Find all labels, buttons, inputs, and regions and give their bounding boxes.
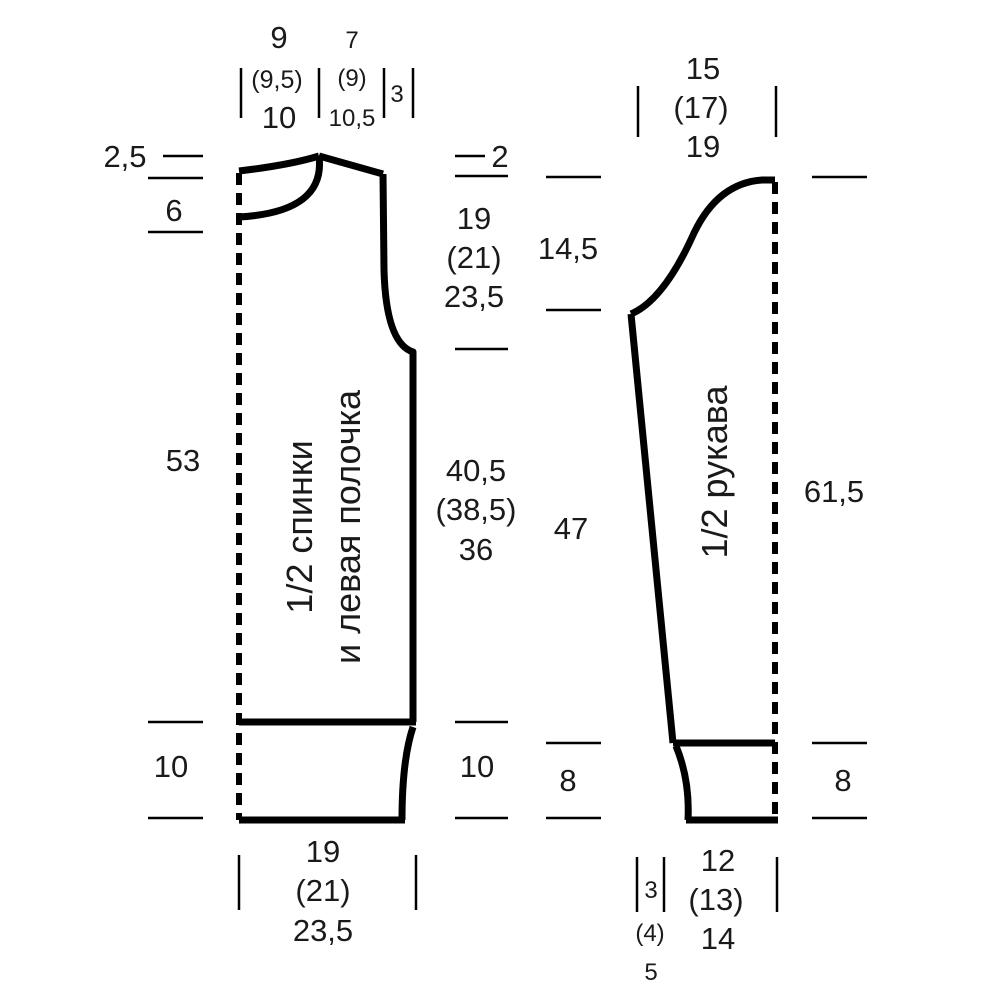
shoulder-line: [318, 152, 384, 178]
neck-width-1: 7: [345, 27, 358, 54]
shoulder-drop: 2,5: [103, 139, 146, 174]
sleeve-total-length: 61,5: [804, 474, 864, 509]
shoulder-width-1: 9: [270, 20, 287, 55]
armhole-height-3: 23,5: [444, 279, 504, 314]
body-title-line1: 1/2 спинки: [279, 440, 320, 613]
front-neckline: [238, 155, 324, 221]
cuff-offset-2: (4): [635, 920, 664, 947]
armhole-and-side-seam: [379, 173, 417, 722]
sleeve-cap: [629, 176, 775, 318]
cap-height: 14,5: [538, 231, 598, 266]
body-piece: 1/2 спинки и левая полочка 9 (9,5) 10 7 …: [103, 20, 516, 948]
sleeve-top-width-2: (17): [673, 90, 728, 125]
neck-offset: 3: [390, 81, 403, 108]
neck-width-2: (9): [337, 65, 366, 92]
shoulder-width-3: 10: [262, 100, 296, 135]
sleeve-title: 1/2 рукава: [694, 385, 735, 559]
side-length-1: 40,5: [446, 453, 506, 488]
sleeve-body-length: 47: [554, 511, 588, 546]
sleeve-top-width-1: 15: [686, 51, 720, 86]
bottom-width-2: (21): [295, 873, 350, 908]
cuff-width-1: 12: [701, 843, 735, 878]
cuff-length-right: 8: [834, 763, 851, 798]
neck-depth: 6: [165, 193, 182, 228]
shoulder-width-2: (9,5): [251, 66, 302, 94]
body-ribbing-right: 10: [460, 749, 494, 784]
bottom-width-1: 19: [306, 834, 340, 869]
sleeve-piece: 1/2 рукава 15 (17) 19 14,5 47 8 61,5 8 3…: [538, 51, 867, 986]
armhole-height-1: 19: [457, 201, 491, 236]
ribbing-side: [398, 725, 417, 821]
back-neckline: [238, 152, 321, 175]
shoulder-slope: 2: [491, 139, 508, 174]
cuff-width-2: (13): [688, 882, 743, 917]
sleeve-top-width-3: 19: [686, 129, 720, 164]
body-title-line2: и левая полочка: [327, 389, 368, 664]
cuff-width-3: 14: [701, 921, 735, 956]
body-total-length: 53: [166, 443, 200, 478]
armhole-height-2: (21): [446, 240, 501, 275]
cuff-offset-3: 5: [644, 959, 657, 986]
cuff-length-left: 8: [559, 763, 576, 798]
side-length-2: (38,5): [436, 492, 517, 527]
side-length-3: 36: [459, 532, 493, 567]
neck-width-3: 10,5: [329, 105, 376, 132]
cuff-side: [672, 744, 692, 821]
body-ribbing-left: 10: [154, 749, 188, 784]
bottom-width-3: 23,5: [293, 913, 353, 948]
cuff-offset-1: 3: [644, 877, 657, 904]
sleeve-underarm-seam: [627, 313, 677, 744]
